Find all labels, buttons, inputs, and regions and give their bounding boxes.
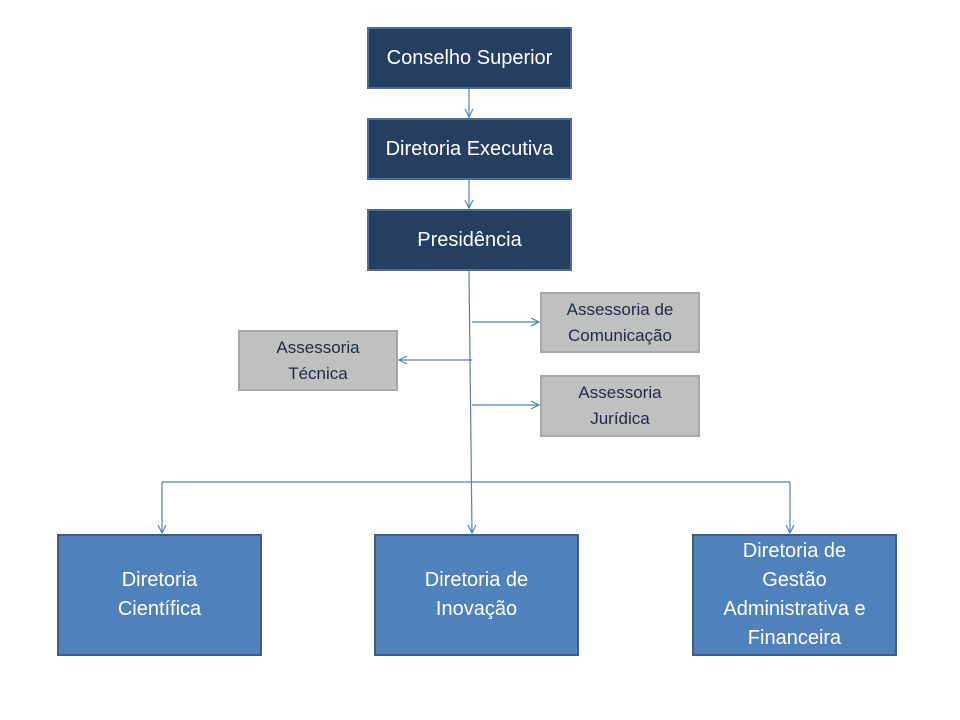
node-assessoria-juridica: Assessoria Jurídica xyxy=(540,375,700,437)
node-assessoria-tecnica: Assessoria Técnica xyxy=(238,330,398,391)
node-diretoria-cientifica: Diretoria Científica xyxy=(57,534,262,656)
node-assessoria-comunicacao: Assessoria de Comunicação xyxy=(540,292,700,353)
node-diretoria-executiva: Diretoria Executiva xyxy=(367,118,572,180)
node-diretoria-executiva-label: Diretoria Executiva xyxy=(385,137,554,160)
node-diretoria-inovacao-label: Diretoria de Inovação xyxy=(424,569,529,620)
node-assessoria-comunicacao-label: Assessoria de Comunicação xyxy=(566,299,674,345)
node-conselho-superior-label: Conselho Superior xyxy=(386,46,553,69)
node-assessoria-tecnica-label: Assessoria Técnica xyxy=(276,337,360,383)
node-conselho-superior: Conselho Superior xyxy=(367,27,572,89)
node-presidencia-label: Presidência xyxy=(417,228,522,251)
node-diretoria-gestao: Diretoria de Gestão Administrativa e Fin… xyxy=(692,534,897,656)
node-assessoria-juridica-label: Assessoria Jurídica xyxy=(578,383,662,428)
node-diretoria-gestao-label: Diretoria de Gestão Administrativa e Fin… xyxy=(723,540,866,649)
node-diretoria-inovacao: Diretoria de Inovação xyxy=(374,534,579,656)
edge-presidencia-trunk xyxy=(469,270,472,533)
node-presidencia: Presidência xyxy=(367,209,572,271)
node-diretoria-cientifica-label: Diretoria Científica xyxy=(117,569,202,620)
